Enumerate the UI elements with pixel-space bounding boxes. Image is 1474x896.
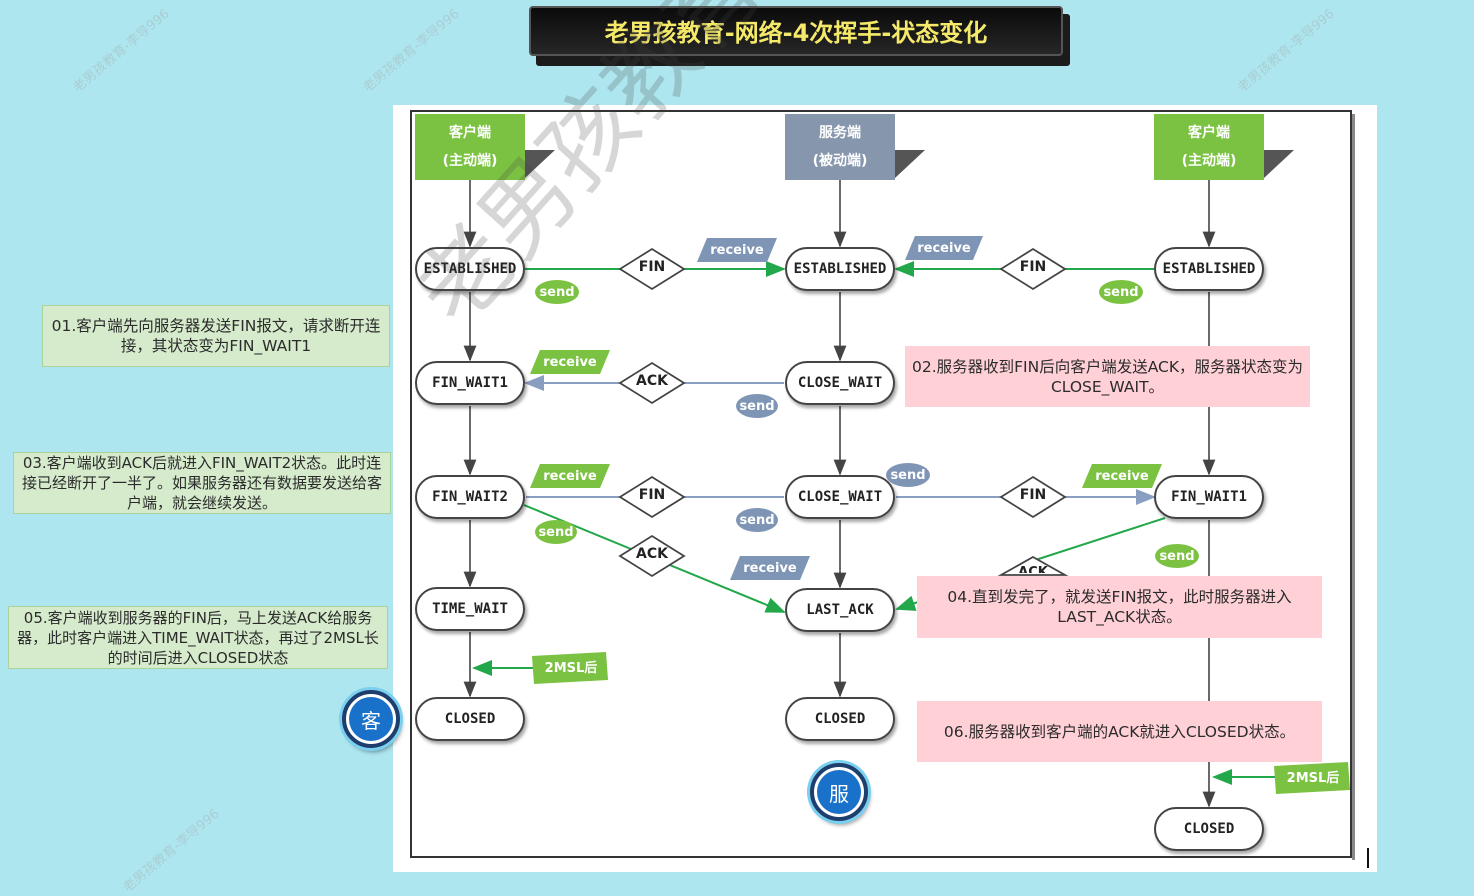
ack-label: ACK bbox=[636, 373, 668, 389]
client-badge-label: 客 bbox=[349, 697, 393, 741]
state-closed-client-right: CLOSED bbox=[1154, 807, 1264, 851]
ack-diamond bbox=[618, 361, 686, 405]
header-sublabel: (主动端) bbox=[1181, 153, 1237, 169]
server-badge: 服 bbox=[810, 763, 868, 821]
note-01: 01.客户端先向服务器发送FIN报文，请求断开连接，其状态变为FIN_WAIT1 bbox=[42, 305, 390, 367]
state-last-ack-server: LAST_ACK bbox=[785, 588, 895, 632]
header-sublabel: (主动端) bbox=[442, 153, 498, 169]
diagram-frame bbox=[410, 110, 1352, 858]
header-shadow bbox=[525, 150, 555, 178]
send-label: send bbox=[1099, 280, 1143, 304]
receive-label: receive bbox=[530, 350, 610, 374]
send-label: send bbox=[736, 394, 778, 418]
receive-label: receive bbox=[697, 238, 777, 262]
two-msl-label: 2MSL后 bbox=[1286, 771, 1340, 786]
state-established-server: ESTABLISHED bbox=[785, 247, 895, 291]
state-established-client-right: ESTABLISHED bbox=[1154, 247, 1264, 291]
header-server: 服务端 (被动端) bbox=[785, 114, 895, 180]
state-close-wait-server-2: CLOSE_WAIT bbox=[785, 475, 895, 519]
send-label: send bbox=[1155, 544, 1199, 568]
header-shadow bbox=[1264, 150, 1294, 178]
state-time-wait-client: TIME_WAIT bbox=[415, 587, 525, 631]
send-label: send bbox=[736, 508, 778, 532]
state-fin-wait1-client: FIN_WAIT1 bbox=[415, 361, 525, 405]
client-badge: 客 bbox=[342, 690, 400, 748]
fin-label: FIN bbox=[638, 487, 666, 503]
fin-label: FIN bbox=[1019, 487, 1047, 503]
note-04: 04.直到发完了，就发送FIN报文，此时服务器进入LAST_ACK状态。 bbox=[917, 576, 1322, 638]
note-06: 06.服务器收到客户端的ACK就进入CLOSED状态。 bbox=[917, 701, 1322, 762]
state-fin-wait2-client: FIN_WAIT2 bbox=[415, 475, 525, 519]
two-msl-label: 2MSL后 bbox=[544, 661, 598, 676]
frame-shadow bbox=[1352, 114, 1355, 860]
send-label: send bbox=[535, 520, 577, 544]
two-msl-flag bbox=[1274, 762, 1350, 794]
state-fin-wait1-client-right: FIN_WAIT1 bbox=[1154, 475, 1264, 519]
header-sublabel: (被动端) bbox=[812, 153, 868, 169]
text-cursor bbox=[1367, 848, 1369, 868]
fin-diamond bbox=[618, 475, 686, 519]
header-label: 客户端 bbox=[449, 125, 491, 141]
ack-label: ACK bbox=[636, 546, 668, 562]
state-established-client: ESTABLISHED bbox=[415, 247, 525, 291]
header-label: 服务端 bbox=[819, 125, 861, 141]
header-client-left: 客户端 (主动端) bbox=[415, 114, 525, 180]
state-closed-server: CLOSED bbox=[785, 697, 895, 741]
header-client-right: 客户端 (主动端) bbox=[1154, 114, 1264, 180]
page-title: 老男孩教育-网络-4次挥手-状态变化 bbox=[529, 6, 1063, 56]
receive-label: receive bbox=[1082, 464, 1162, 488]
fin-diamond bbox=[999, 247, 1067, 291]
receive-label: receive bbox=[530, 464, 610, 488]
note-05: 05.客户端收到服务器的FIN后，马上发送ACK给服务器，此时客户端进入TIME… bbox=[8, 606, 388, 669]
ack-label-partial: ACK bbox=[1018, 565, 1048, 573]
ack-diamond bbox=[618, 534, 686, 578]
header-label: 客户端 bbox=[1188, 125, 1230, 141]
fin-diamond bbox=[999, 475, 1067, 519]
fin-label: FIN bbox=[1019, 259, 1047, 275]
fin-label: FIN bbox=[638, 259, 666, 275]
fin-diamond bbox=[618, 247, 686, 291]
server-badge-label: 服 bbox=[817, 770, 861, 814]
state-close-wait-server: CLOSE_WAIT bbox=[785, 361, 895, 405]
send-label: send bbox=[535, 280, 579, 304]
two-msl-flag bbox=[532, 652, 608, 684]
send-label: send bbox=[886, 463, 930, 487]
note-02: 02.服务器收到FIN后向客户端发送ACK，服务器状态变为CLOSE_WAIT。 bbox=[905, 346, 1310, 407]
receive-label: receive bbox=[730, 556, 810, 580]
state-closed-client: CLOSED bbox=[415, 697, 525, 741]
header-shadow bbox=[895, 150, 925, 178]
ack-diamond-partial bbox=[997, 555, 1069, 576]
note-03: 03.客户端收到ACK后就进入FIN_WAIT2状态。此时连接已经断开了一半了。… bbox=[13, 452, 391, 514]
receive-label: receive bbox=[905, 236, 983, 260]
